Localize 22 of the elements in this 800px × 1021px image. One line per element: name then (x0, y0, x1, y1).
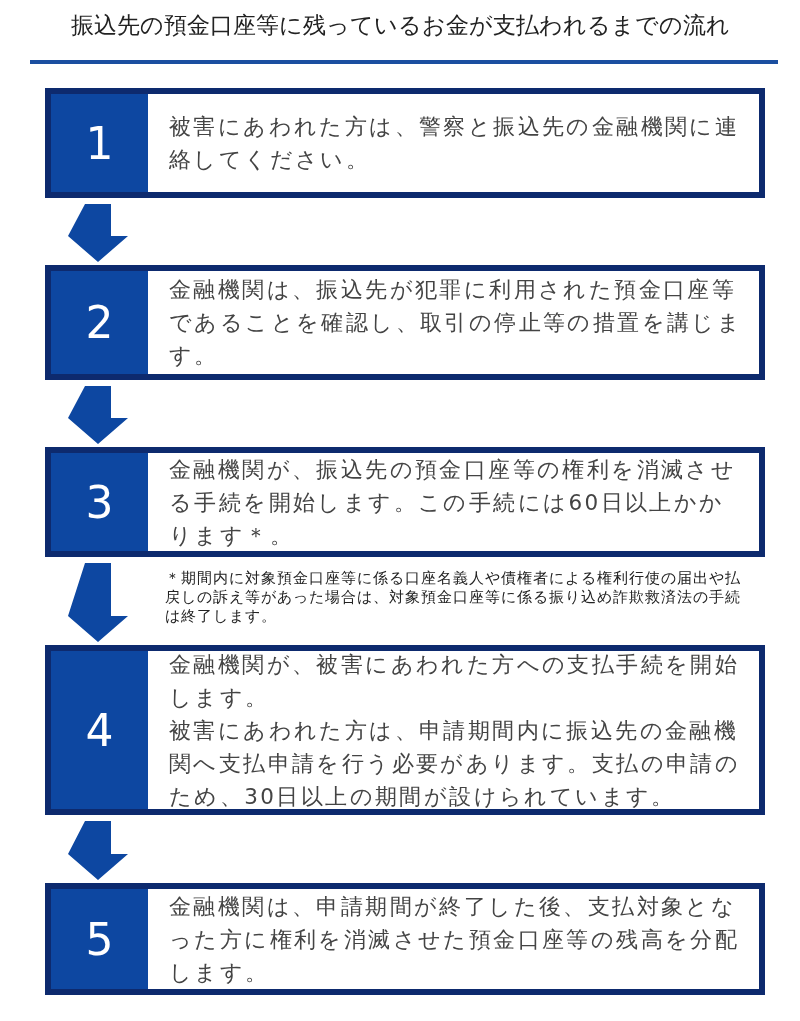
step-box (45, 88, 765, 198)
arrow (68, 204, 128, 262)
step-box (45, 883, 765, 995)
step-text: 金融機関が、被害にあわれた方への支払手続を開始します。 (169, 650, 741, 712)
step-number: 5 (51, 889, 148, 989)
title: 振込先の預金口座等に残っているお金が支払われるまでの流れ (69, 11, 731, 40)
footnote: ＊期間内に対象預金口座等に係る口座名義人や債権者による権利行使の届出や払戻しの訴え等があった場合は、対象預金口座等に係る振り込め詐欺救済法の手続は終了します。 (165, 569, 742, 626)
step-box (45, 447, 765, 557)
step-text: 金融機関は、振込先が犯罪に利用された預金口座等であることを確認し、取引の停止等の措置を講じます。 (169, 276, 744, 370)
step-number: 3 (51, 453, 148, 551)
arrow (68, 821, 128, 880)
step-text: 被害にあわれた方は、申請期間内に振込先の金融機関へ支払申請を行う必要があります。支払の申請のため、30日以上の期間が設けられています。 (169, 716, 742, 811)
arrow (68, 386, 128, 444)
step-text: 金融機関が、振込先の預金口座等の権利を消滅させる手続を開始します。この手続には60日以上かかります＊。 (169, 455, 738, 550)
step-text: 金融機関は、申請期間が終了した後、支払対象となった方に権利を消滅させた預金口座等の残高を分配します。 (169, 892, 741, 987)
step-number: 1 (51, 94, 148, 192)
arrow (68, 563, 128, 642)
step-box (45, 265, 765, 380)
step-box (45, 645, 765, 815)
step-text: 被害にあわれた方は、警察と振込先の金融機関に連絡してください。 (169, 113, 741, 174)
step-number: 2 (51, 271, 148, 374)
step-number: 4 (51, 651, 148, 809)
